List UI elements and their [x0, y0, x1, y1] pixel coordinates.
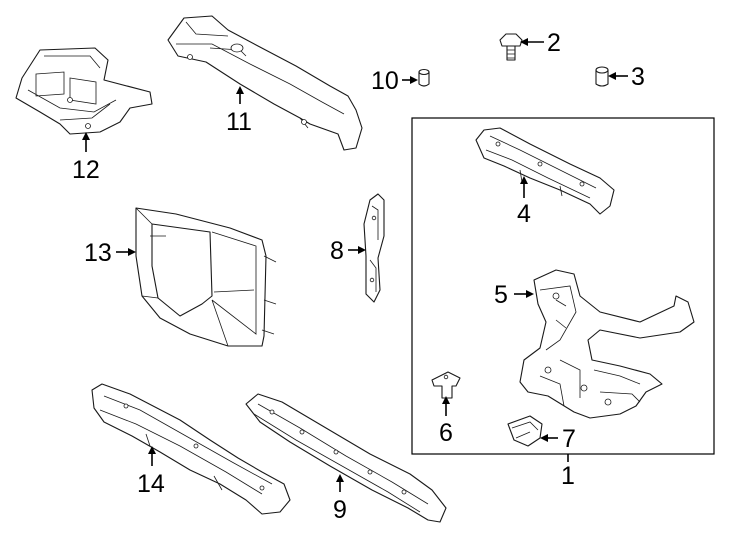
part-6-bracket [431, 371, 461, 399]
callout-3: 3 [631, 63, 645, 91]
callout-5: 5 [494, 281, 508, 309]
part-2-bolt [499, 33, 523, 61]
part-3-plug [595, 66, 609, 87]
callout-2: 2 [547, 29, 561, 57]
callout-13: 13 [84, 239, 112, 267]
callout-4: 4 [517, 200, 531, 228]
callout-8: 8 [330, 237, 344, 265]
callout-6: 6 [439, 419, 453, 447]
part-4-upper-tie-bar [475, 127, 615, 215]
part-10-clip [418, 68, 430, 87]
part-11-upper-cover [167, 15, 363, 151]
part-9-lower-tie-bar [245, 393, 447, 523]
part-13-radiator-shroud [135, 207, 277, 347]
part-5-radiator-support [519, 269, 695, 419]
callout-12: 12 [72, 156, 100, 184]
callout-14: 14 [137, 470, 165, 498]
part-12-air-deflector [15, 47, 153, 135]
assembly-box [411, 117, 715, 455]
callout-1: 1 [561, 462, 575, 490]
leader-arrows [82, 38, 628, 492]
part-8-vertical-bracket [363, 193, 385, 303]
callout-7: 7 [562, 425, 576, 453]
part-7-bracket [507, 415, 543, 447]
part-14-lower-deflector [91, 383, 291, 515]
callout-10: 10 [371, 67, 399, 95]
callout-11: 11 [226, 108, 252, 136]
callout-9: 9 [333, 496, 347, 524]
